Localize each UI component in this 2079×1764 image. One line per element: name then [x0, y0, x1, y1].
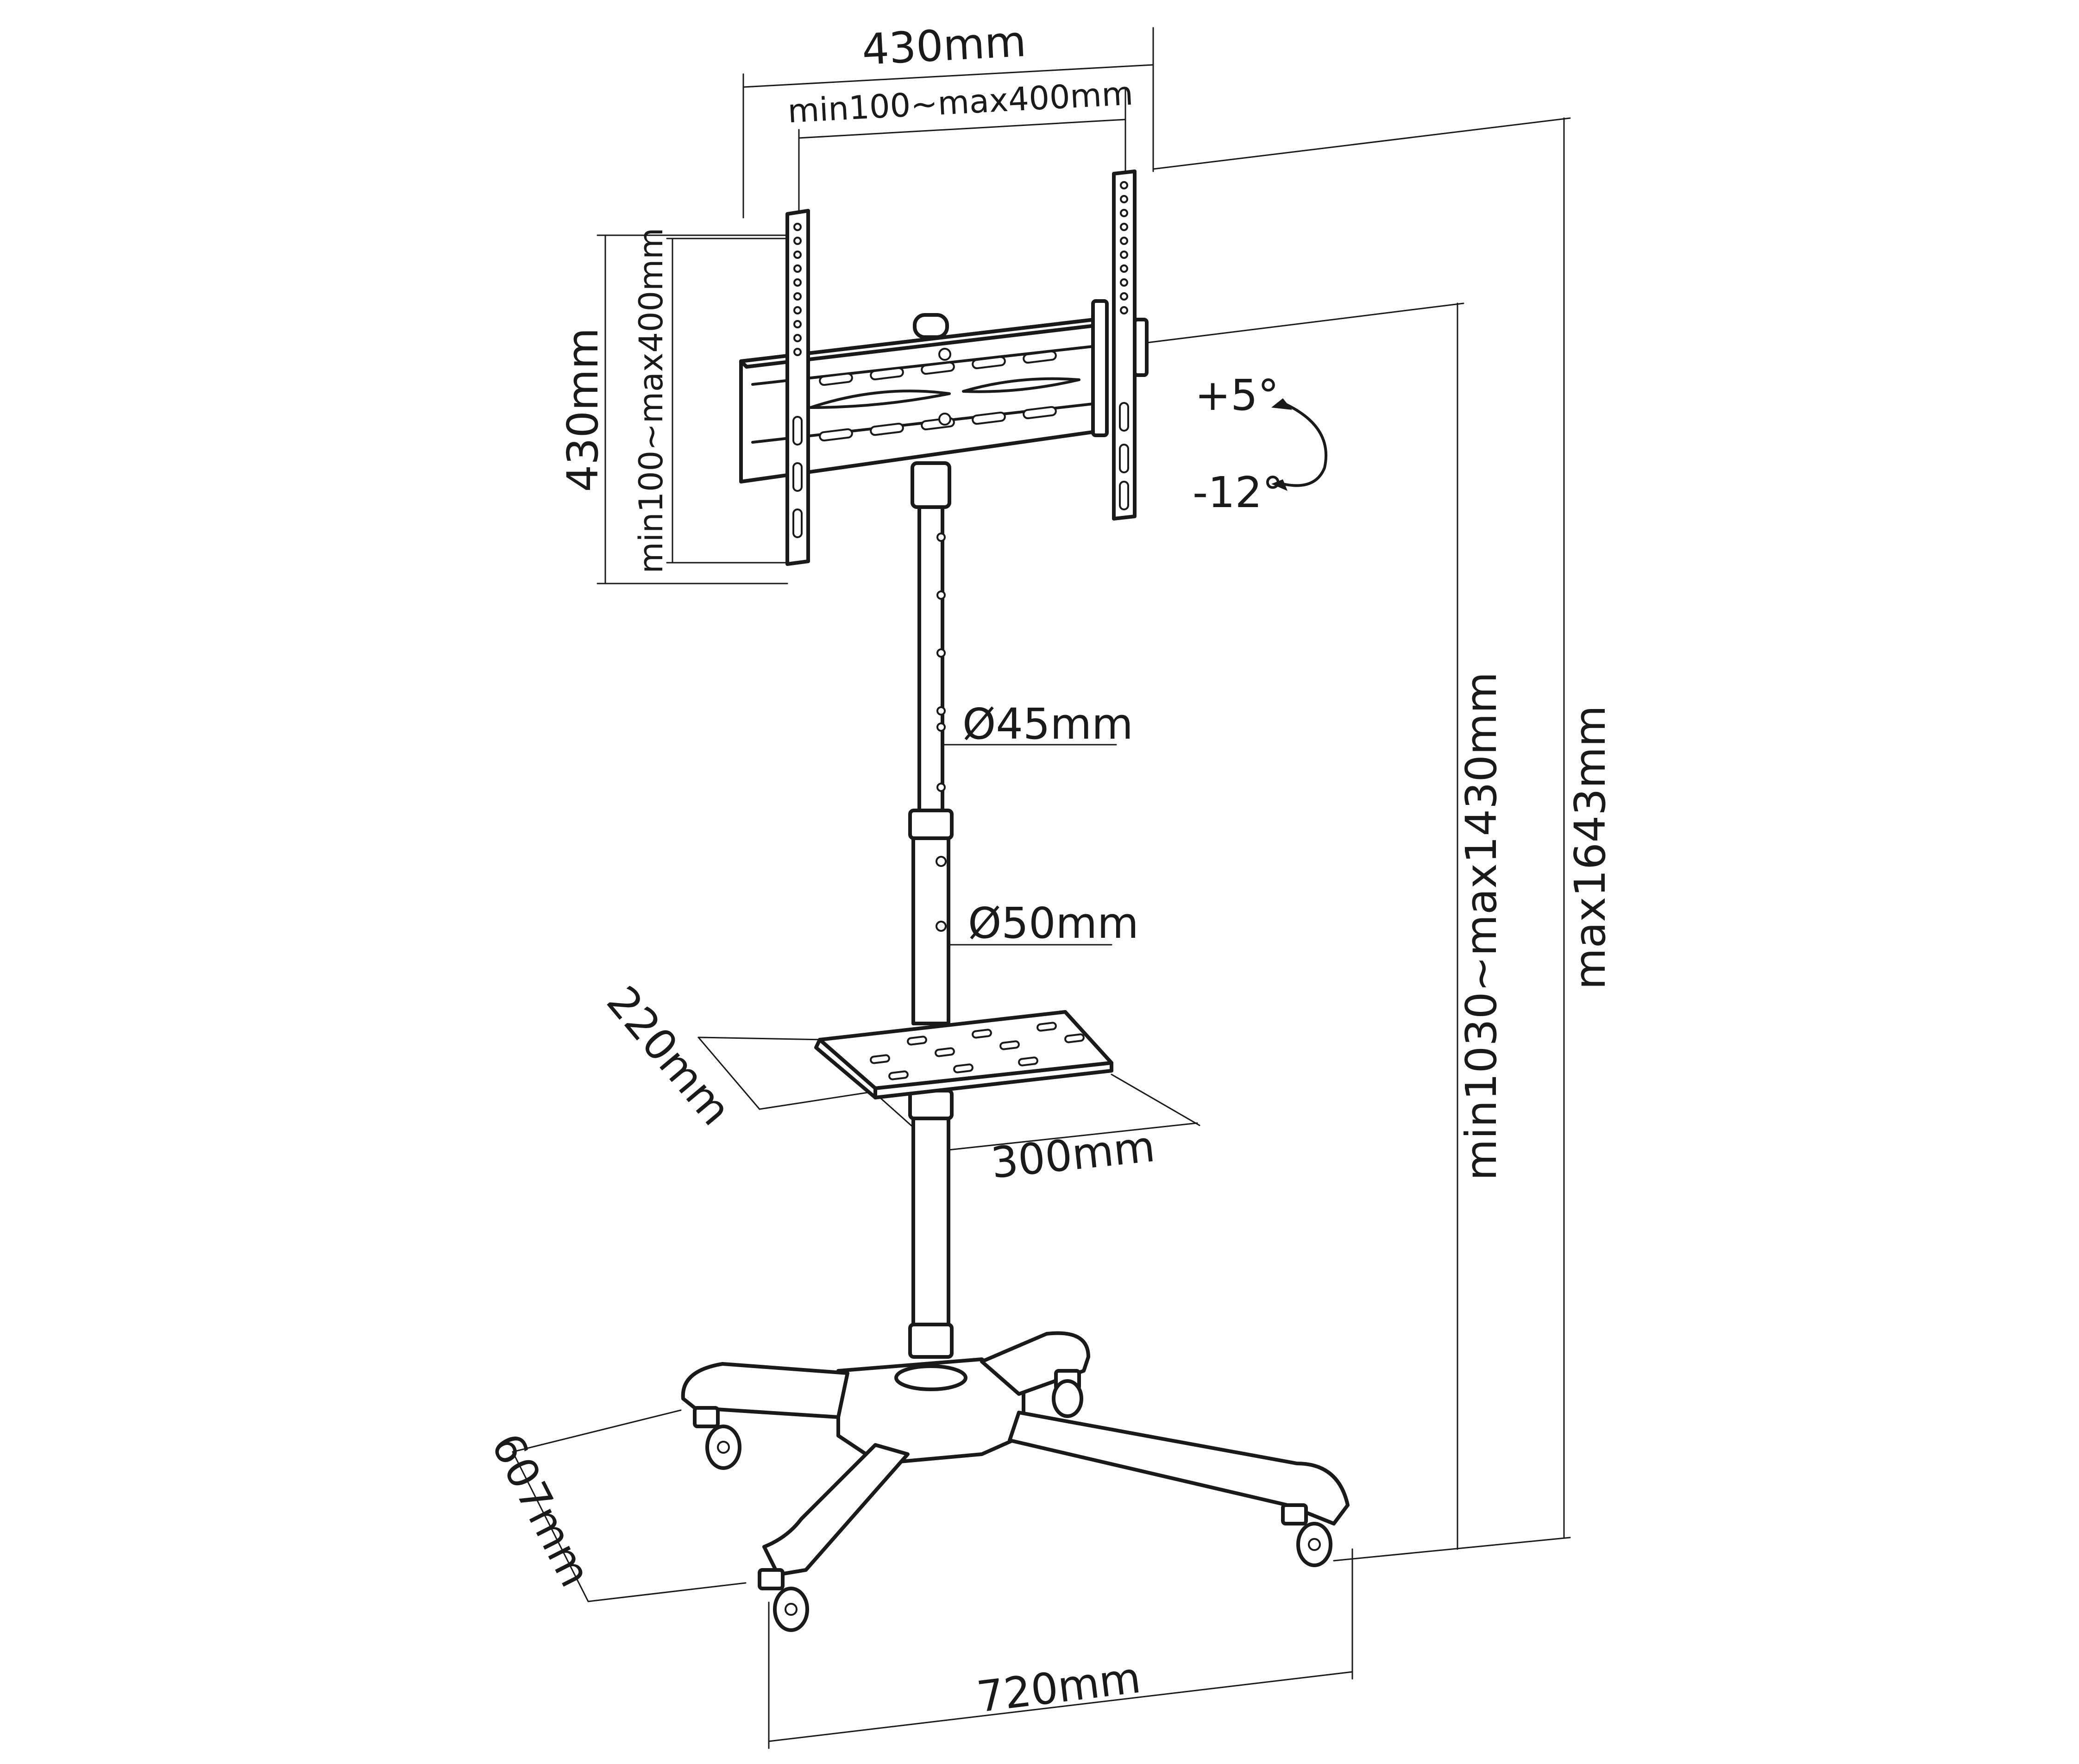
caster-wheel-front-right [1281, 1503, 1332, 1567]
tilt-down-label: -12° [1193, 468, 1283, 517]
base-width-label: 720mm [974, 1653, 1143, 1722]
side-outer-height-label: 430mm [558, 328, 608, 492]
shelf-depth-label: 220mm [597, 977, 741, 1135]
shelf-slots [870, 1022, 1085, 1080]
tilt-arrow-icon [1271, 398, 1328, 491]
tv-mount-bracket [739, 169, 1149, 566]
caster-wheel-back-right [1052, 1369, 1083, 1418]
right-arm-holes [1119, 181, 1129, 510]
rail-slots [809, 348, 1080, 442]
pole-lower-diameter-label: Ø50mm [968, 898, 1139, 948]
dimension-lines [512, 27, 1571, 1749]
mount-height-range-label: min1030~max1430mm [1457, 672, 1506, 1181]
side-inner-height-label: min100~max400mm [632, 228, 670, 574]
shelf-width-label: 300mm [989, 1122, 1157, 1188]
max-height-label: max1643mm [1565, 705, 1615, 990]
left-arm-holes [792, 223, 803, 538]
rolling-base [681, 1331, 1350, 1632]
accessory-shelf [814, 1010, 1113, 1099]
caster-wheel-back-left [693, 1406, 741, 1470]
pole-upper-diameter-label: Ø45mm [962, 699, 1133, 749]
stand-pole [908, 461, 954, 1359]
caster-wheel-front-left [758, 1568, 809, 1632]
base-depth-label: 607mm [482, 1425, 600, 1595]
tilt-up-label: +5° [1195, 370, 1279, 420]
top-outer-width-label: 430mm [860, 17, 1027, 75]
